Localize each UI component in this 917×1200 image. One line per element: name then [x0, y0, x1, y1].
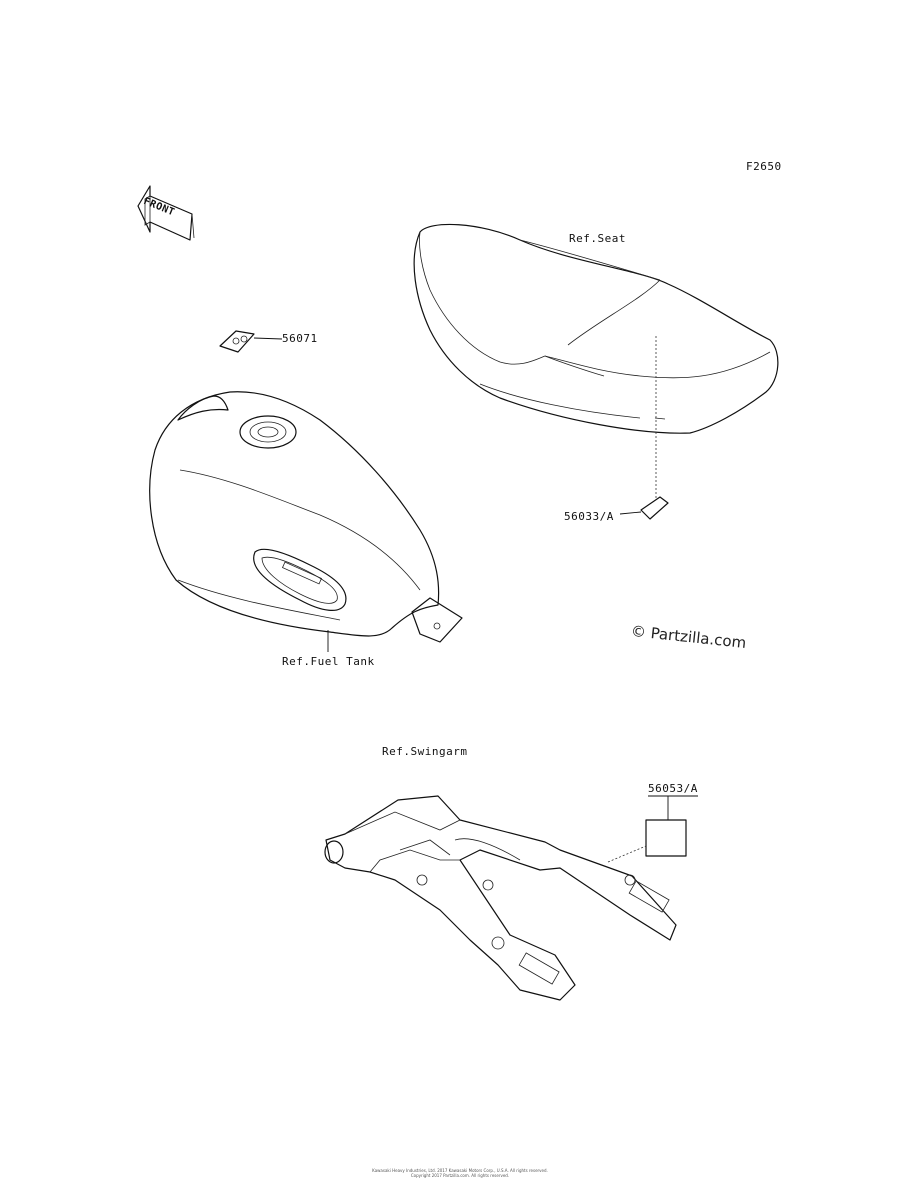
label-56033-drawing	[619, 336, 669, 520]
label-56071-drawing	[219, 330, 283, 353]
swingarm-ref-label: Ref.Swingarm	[382, 745, 468, 758]
seat-drawing	[413, 223, 779, 434]
figure-code: F2650	[746, 160, 782, 173]
seat-ref-label: Ref.Seat	[569, 232, 626, 245]
footer-line-2: Copyright 2017 Partzilla.com. All rights…	[410, 1173, 510, 1178]
label-56053-drawing	[607, 795, 698, 863]
fuel-tank-drawing	[149, 391, 463, 652]
fuel-tank-ref-label: Ref.Fuel Tank	[282, 655, 375, 668]
part-number-56071: 56071	[282, 332, 318, 345]
footer-line-1: Kawasaki Heavy Industries, Ltd. 2017 Kaw…	[372, 1168, 548, 1173]
part-number-56033a: 56033/A	[564, 510, 614, 523]
copyright-footer: Kawasaki Heavy Industries, Ltd. 2017 Kaw…	[300, 1168, 620, 1178]
part-number-56053a: 56053/A	[648, 782, 698, 795]
front-arrow-icon	[137, 185, 195, 241]
swingarm-drawing	[324, 795, 677, 1001]
